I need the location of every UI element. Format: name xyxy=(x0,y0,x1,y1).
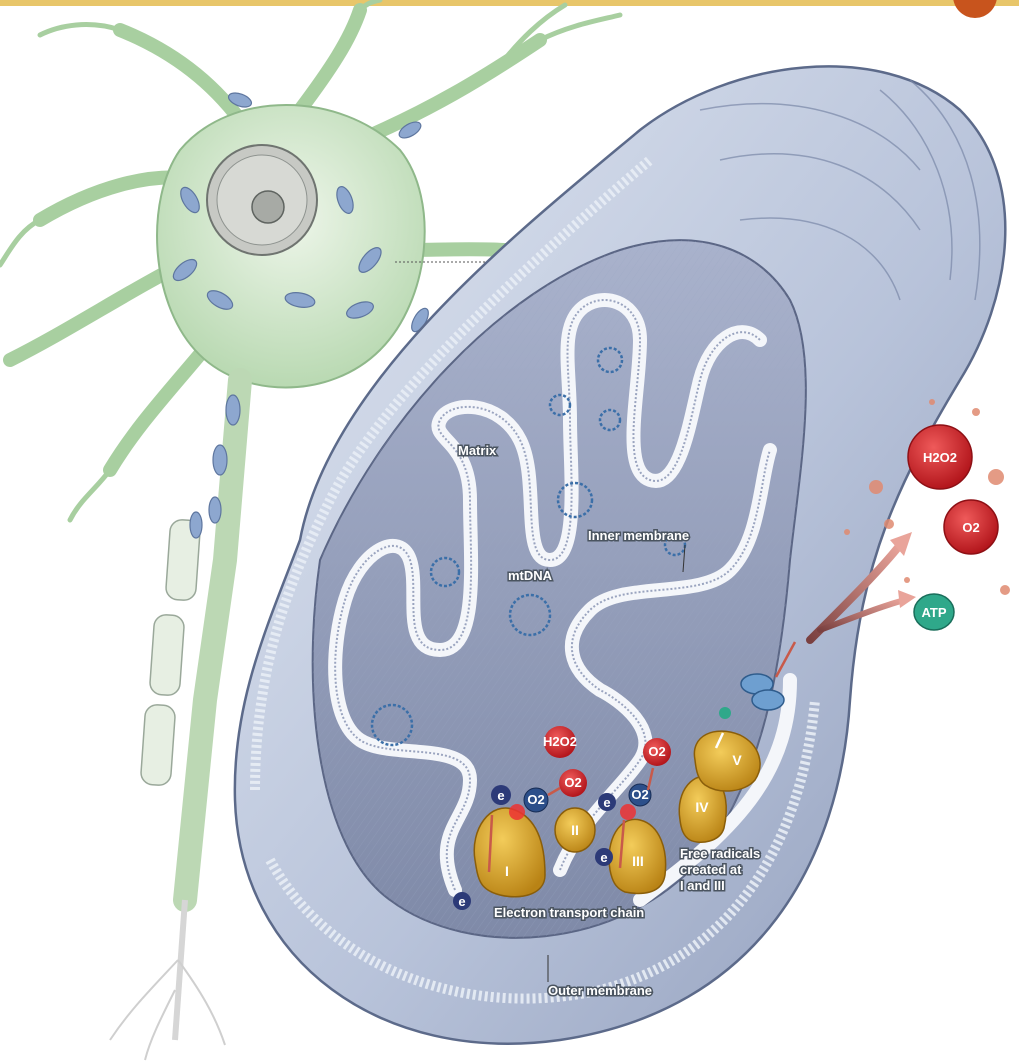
label-outer-membrane: Outer membrane xyxy=(548,983,652,998)
atp-released-label: ATP xyxy=(921,605,946,620)
atp-small xyxy=(719,707,731,719)
atp-synthase-head-2 xyxy=(752,690,784,710)
h2o2-matrix-label: H2O2 xyxy=(543,734,577,749)
complex-2-label: II xyxy=(571,822,579,838)
complex-4-label: IV xyxy=(695,799,709,815)
label-inner-membrane: Inner membrane xyxy=(588,528,689,543)
nucleolus xyxy=(252,191,284,223)
superoxide-label-2: O2 xyxy=(648,744,665,759)
superoxide-label-1: O2 xyxy=(564,775,581,790)
electron-label-1: e xyxy=(497,788,504,803)
o2-label-1: O2 xyxy=(527,792,544,807)
label-mtdna: mtDNA xyxy=(508,568,553,583)
complex-5-label: V xyxy=(732,752,742,768)
corner-orb xyxy=(953,0,997,18)
electron-label-2: e xyxy=(603,795,610,810)
electron-label-4: e xyxy=(458,894,465,909)
complex-3-label: III xyxy=(632,853,644,869)
label-matrix: Matrix xyxy=(458,443,497,458)
axon-terminal xyxy=(175,900,185,1040)
complex-1-label: I xyxy=(505,863,509,879)
electron-label-3: e xyxy=(600,850,607,865)
label-free-radicals-1: Free radicals xyxy=(680,846,760,861)
label-free-radicals-3: I and III xyxy=(680,878,725,893)
label-etc: Electron transport chain xyxy=(494,905,644,920)
h2o2-released-label: H2O2 xyxy=(923,450,957,465)
superoxide-released-label: O2 xyxy=(962,520,979,535)
top-border-strip xyxy=(0,0,1019,6)
o2-label-2: O2 xyxy=(631,787,648,802)
label-free-radicals-2: created at xyxy=(680,862,742,877)
